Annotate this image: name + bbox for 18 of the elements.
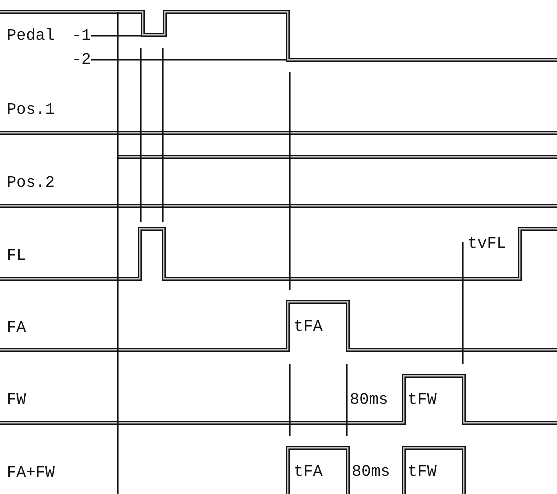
signal-name: FA+FW [7,464,56,482]
timing-label: tFW [408,463,437,481]
callout-number: -1 [72,27,92,45]
signal-name: FW [7,391,26,409]
timing-label: tvFL [468,235,506,253]
timing-label: 80ms [350,391,388,409]
timing-label: tFW [408,391,437,409]
timing-label: 80ms [352,463,390,481]
signal-name: Pos.2 [7,174,56,192]
leader-line [91,59,286,61]
signal-name: FL [7,247,26,265]
timing-label: tFA [294,318,323,336]
signal-name: Pedal [7,27,56,45]
signal-name: Pos.1 [7,101,56,119]
callout-number: -2 [72,51,92,69]
timing-label: tFA [294,463,323,481]
signal-name: FA [7,319,26,337]
leader-line [91,35,142,37]
